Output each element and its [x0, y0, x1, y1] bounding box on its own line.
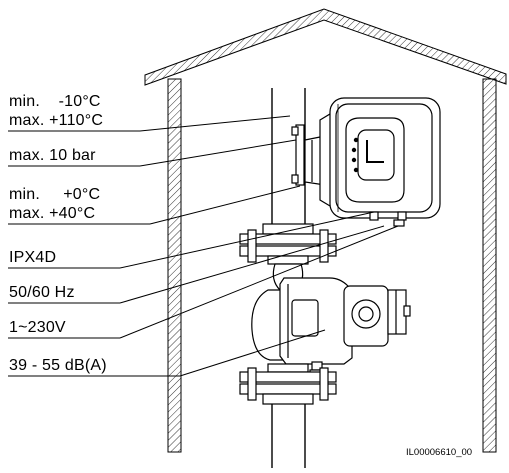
- label-frequency: 50/60 Hz: [9, 284, 75, 301]
- roof: [144, 8, 507, 86]
- label-max-pressure: max. 10 bar: [9, 147, 96, 164]
- label-noise-level: 39 - 55 dB(A): [9, 357, 107, 374]
- pipe-lower: [271, 404, 306, 468]
- label-medium-temp-max: max. +110°C: [9, 112, 104, 129]
- label-ambient-temp-min: min. +0°C: [9, 186, 101, 203]
- label-ambient-temp-max: max. +40°C: [9, 205, 96, 222]
- right-wall: [482, 78, 497, 453]
- label-protection-class: IPX4D: [9, 249, 57, 266]
- left-wall: [167, 78, 182, 453]
- lower-pump: [251, 277, 411, 375]
- leader-lines: [8, 115, 399, 377]
- lower-flanges: [239, 363, 337, 405]
- upper-pump: [291, 97, 441, 227]
- label-medium-temp-min: min. -10°C: [9, 93, 101, 110]
- drawing-code: IL00006610_00: [406, 447, 473, 458]
- upper-flanges: [239, 223, 337, 265]
- label-voltage: 1~230V: [9, 319, 66, 336]
